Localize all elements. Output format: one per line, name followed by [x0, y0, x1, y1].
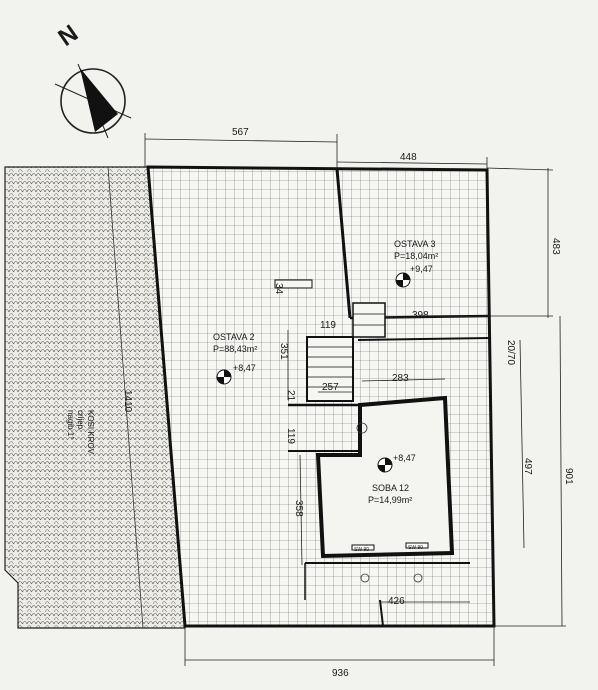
roof-label-3: nagib 1°	[66, 410, 75, 439]
room-area: P=18,04m²	[394, 251, 438, 261]
window-label-2: SW 90	[408, 545, 423, 551]
level-marker-icon	[216, 369, 232, 385]
room-name: SOBA 12	[372, 483, 409, 493]
dim-119-top: 119	[320, 320, 336, 331]
dim-bottom-total: 936	[332, 668, 349, 679]
room-ostava-2: OSTAVA 2 P=88,43m² +8,47	[213, 332, 257, 385]
room-area: P=14,99m²	[368, 495, 412, 505]
dim-right-upper: 483	[550, 238, 561, 255]
dim-right-total: 901	[563, 468, 574, 485]
dim-left-total: 1410	[122, 390, 133, 413]
north-letter: N	[53, 20, 83, 52]
vent-icon	[413, 573, 423, 583]
dim-21: 21	[285, 390, 296, 402]
compass-icon	[54, 63, 132, 139]
roof-label-2: crijep	[76, 410, 85, 430]
roof-label-1: KOSI KROV	[86, 410, 95, 455]
room-name: OSTAVA 3	[394, 239, 436, 249]
room-level: +8,47	[393, 453, 416, 463]
dim-119-lower: 119	[285, 428, 296, 444]
room-level: +9,47	[410, 264, 433, 274]
dim-351: 351	[278, 343, 289, 360]
window-label-1: SW 90	[354, 547, 369, 553]
dim-358: 358	[293, 500, 304, 517]
north-indicator: N	[53, 20, 132, 139]
dim-top-right: 448	[400, 152, 417, 163]
dimension-lines	[144, 133, 566, 666]
dim-bottom-inner: 426	[388, 596, 405, 607]
room-ostava-3: OSTAVA 3 P=18,04m² +9,47	[394, 239, 438, 288]
room-name: OSTAVA 2	[213, 332, 255, 342]
dim-398: 398	[412, 310, 429, 321]
vent-icon	[356, 422, 368, 434]
dim-right-mid: 497	[522, 458, 533, 475]
dim-top-left: 567	[232, 127, 249, 138]
vent-icon	[360, 573, 370, 583]
room-area: P=88,43m²	[213, 344, 257, 354]
dim-inner-20070: 20/70	[505, 340, 516, 365]
level-marker-icon	[377, 457, 393, 473]
dim-257: 257	[322, 382, 339, 393]
dim-34: 34	[273, 283, 284, 295]
room-level: +8,47	[233, 363, 256, 373]
room-soba-12: +8,47 SOBA 12 P=14,99m²	[368, 453, 416, 505]
dim-283: 283	[392, 373, 409, 384]
building: SW 90 SW 90	[146, 165, 496, 628]
level-marker-icon	[395, 272, 411, 288]
